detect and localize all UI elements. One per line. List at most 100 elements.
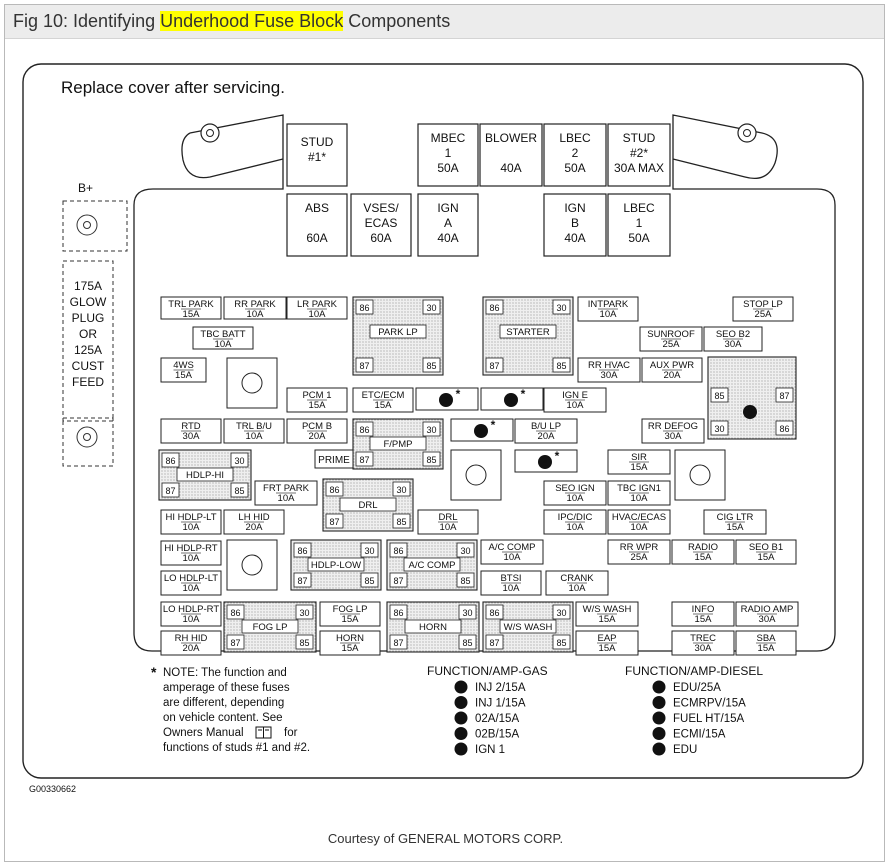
relay-pin-label: 87 — [779, 391, 789, 401]
credit-line: Courtesy of GENERAL MOTORS CORP. — [327, 831, 564, 846]
note-line-6: for — [284, 727, 298, 739]
glow-plug-line: CUST — [72, 359, 105, 373]
relay-name-box — [339, 497, 397, 512]
fuse-amp: 30A — [183, 431, 201, 442]
relay-pin-label: 30 — [460, 546, 470, 556]
relay-pin-label: 85 — [426, 455, 436, 465]
glow-plug-line: OR — [79, 327, 97, 341]
fuse-name: PCM B — [302, 421, 332, 432]
maxi-fuse-label: ECAS — [365, 216, 398, 230]
fuse-name: STOP LP — [743, 299, 783, 310]
relay-pin-label: 87 — [359, 361, 369, 371]
hole-circle — [241, 554, 263, 576]
number-marker-star: * — [491, 418, 496, 432]
note-line-3: are different, depending — [163, 697, 284, 709]
relay-pin-label: 85 — [299, 638, 309, 648]
fuse-name: TREC — [690, 633, 716, 644]
maxi-fuse-label: B — [571, 216, 579, 230]
numbered-slot: 3* — [450, 418, 514, 442]
legend-marker-label: 3 — [458, 714, 463, 725]
fuse-name: CIG LTR — [717, 512, 754, 523]
legend-diesel-title: FUNCTION/AMP-DIESEL — [625, 664, 763, 678]
fuse-amp: 15A — [758, 552, 776, 563]
relay-pin-label: 85 — [714, 391, 724, 401]
glow-plug-line: GLOW — [70, 295, 107, 309]
legend-item-text: IGN 1 — [475, 744, 505, 756]
fuse-amp: 10A — [183, 522, 201, 533]
fuse-name: LO HDLP-LT — [164, 573, 218, 584]
maxi-fuse-label: 30A MAX — [614, 161, 664, 175]
fuse-amp: 20A — [309, 431, 327, 442]
prime-body — [314, 449, 354, 469]
note-line-1: NOTE: The function and — [163, 667, 287, 679]
legend-item-text: INJ 1/15A — [475, 698, 526, 710]
relay-pin-label: 86 — [779, 424, 789, 434]
fuse-name: LH HID — [238, 512, 269, 523]
legend-item-text: INJ 2/15A — [475, 682, 526, 694]
fuse-name: RADIO — [688, 542, 718, 553]
glow-plug-outline — [62, 260, 114, 422]
relay-pin-box — [422, 421, 441, 437]
numbered-slot: 4* — [514, 449, 578, 473]
maxi-fuse-body — [350, 193, 412, 257]
relay-pin-box — [293, 572, 312, 588]
title-prefix: Fig 10: Identifying — [13, 11, 161, 31]
relay-name-box — [403, 557, 461, 572]
fuse-name: B/U LP — [531, 421, 561, 432]
relay-pin-box — [360, 572, 379, 588]
maxi-fuse-label: 60A — [370, 231, 391, 245]
relay-pin-box — [295, 604, 314, 620]
fuse-name: IGN E — [562, 390, 588, 401]
mini-fuse-body — [160, 601, 222, 627]
mini-fuse-body — [286, 296, 348, 320]
fuse-amp: 10A — [183, 553, 201, 564]
fuse-amp: 15A — [695, 552, 713, 563]
fuse-name: RADIO AMP — [741, 604, 794, 615]
fuse-block-diagram: Replace cover after servicing. B+ 175AGL… — [22, 63, 864, 794]
legend-item-text: 02A/15A — [475, 713, 519, 725]
relay-pin-box — [552, 299, 571, 315]
relay-pin-label: 86 — [297, 546, 307, 556]
maxi-fuse-body — [417, 193, 479, 257]
legend-marker — [454, 711, 468, 725]
fuse-name: IPC/DIC — [558, 512, 593, 523]
fuse-name: HORN — [336, 633, 364, 644]
title-highlight: Underhood Fuse Block — [160, 11, 344, 31]
legend-marker-label: 2 — [656, 699, 661, 710]
relay-pin-label: 87 — [230, 638, 240, 648]
relay-pin-box — [775, 387, 794, 403]
maxi-fuse-label: STUD — [301, 135, 334, 149]
maxi-fuse-label: 1 — [445, 146, 452, 160]
maxi-fuse-label: BLOWER — [485, 131, 537, 145]
relay-pin-label: 87 — [329, 517, 339, 527]
legend-marker-label: 5 — [458, 745, 464, 756]
relay-pin-box — [485, 357, 504, 373]
relay-pin-label: 85 — [460, 576, 470, 586]
relay-pin-label: 30 — [234, 456, 244, 466]
maxi-fuse-label: #1* — [308, 150, 326, 164]
relay-pin-box — [392, 481, 411, 497]
numbered-slot: 2* — [415, 387, 479, 411]
relay-pin-box — [226, 604, 245, 620]
fuse-name: A/C COMP — [489, 542, 536, 553]
maxi-fuse-label: 40A — [564, 231, 585, 245]
relay-name: F/PMP — [383, 439, 412, 450]
maxi-fuse-label: STUD — [623, 131, 656, 145]
relay-pin-box — [422, 357, 441, 373]
